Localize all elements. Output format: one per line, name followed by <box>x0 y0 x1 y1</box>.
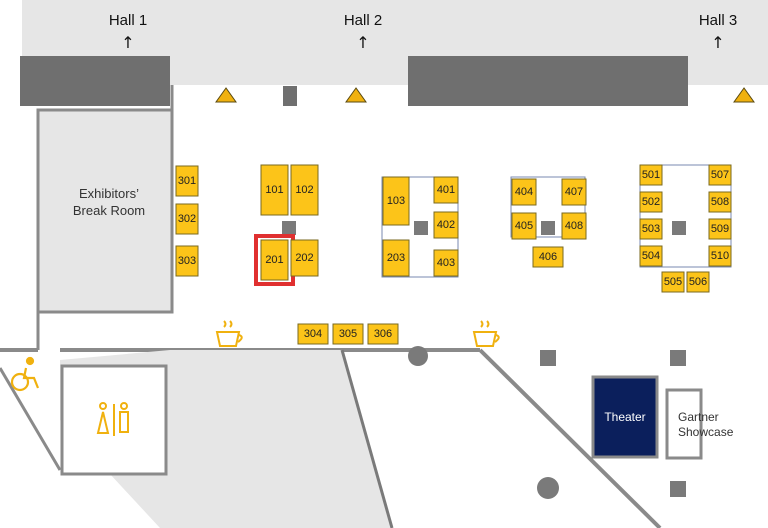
island-outline <box>510 176 586 238</box>
island-outline <box>639 164 732 268</box>
booth-404[interactable] <box>511 178 537 206</box>
coffee-icon <box>472 320 500 347</box>
booth-510[interactable] <box>708 245 732 267</box>
hall-3-label[interactable]: Hall 3 <box>699 12 737 29</box>
booth-402[interactable] <box>433 211 459 239</box>
pillar <box>540 350 556 366</box>
coffee-icon <box>215 320 243 347</box>
booth-101[interactable] <box>260 164 289 216</box>
showcase-label: Gartner <box>678 410 719 424</box>
booth-505[interactable] <box>661 271 685 293</box>
booth-407[interactable] <box>561 178 587 206</box>
break-room-label: Exhibitors’ <box>79 186 139 201</box>
booth-301[interactable] <box>175 165 199 197</box>
wall-block-right <box>408 56 688 106</box>
restroom-icon <box>96 402 129 436</box>
pillar <box>282 221 296 235</box>
wall-block-left <box>20 56 170 106</box>
booth-405[interactable] <box>511 212 537 240</box>
warning-triangle-icon <box>733 87 755 103</box>
booth-506[interactable] <box>686 271 710 293</box>
hall-1-label[interactable]: Hall 1 <box>109 12 147 29</box>
pillar <box>283 86 297 106</box>
break-room-label: Break Room <box>73 203 145 218</box>
warning-triangle-icon <box>215 87 237 103</box>
wall-line <box>478 348 662 528</box>
booth-302[interactable] <box>175 203 199 235</box>
booth-503[interactable] <box>639 218 663 240</box>
pillar <box>537 477 559 499</box>
booth-502[interactable] <box>639 191 663 213</box>
booth-504[interactable] <box>639 245 663 267</box>
up-arrow-icon: ↑ <box>121 33 134 52</box>
booth-201[interactable] <box>260 239 289 281</box>
booth-403[interactable] <box>433 249 459 277</box>
pillar <box>414 221 428 235</box>
pillar <box>408 346 428 366</box>
booth-306[interactable] <box>367 323 399 345</box>
wall-line <box>340 349 394 528</box>
wheelchair-icon <box>10 356 40 392</box>
booth-202[interactable] <box>290 239 319 277</box>
pillar <box>670 350 686 366</box>
booth-507[interactable] <box>708 164 732 186</box>
gartner-showcase[interactable] <box>665 388 703 460</box>
booth-102[interactable] <box>290 164 319 216</box>
booth-509[interactable] <box>708 218 732 240</box>
pillar <box>541 221 555 235</box>
booth-305[interactable] <box>332 323 364 345</box>
booth-508[interactable] <box>708 191 732 213</box>
booth-501[interactable] <box>639 164 663 186</box>
theater[interactable] <box>591 375 659 459</box>
pillar <box>670 481 686 497</box>
up-arrow-icon: ↑ <box>356 33 369 52</box>
booth-304[interactable] <box>297 323 329 345</box>
up-arrow-icon: ↑ <box>711 33 724 52</box>
break-room[interactable] <box>36 108 174 314</box>
warning-triangle-icon <box>345 87 367 103</box>
booth-303[interactable] <box>175 245 199 277</box>
booth-406[interactable] <box>532 246 564 268</box>
booth-203[interactable] <box>382 239 410 277</box>
booth-401[interactable] <box>433 176 459 204</box>
pillar <box>672 221 686 235</box>
booth-408[interactable] <box>561 212 587 240</box>
showcase-label: Showcase <box>678 425 734 439</box>
booth-103[interactable] <box>382 176 410 226</box>
hall-2-label[interactable]: Hall 2 <box>344 12 382 29</box>
wall-line <box>0 367 62 471</box>
theater-label: Theater <box>604 410 645 424</box>
